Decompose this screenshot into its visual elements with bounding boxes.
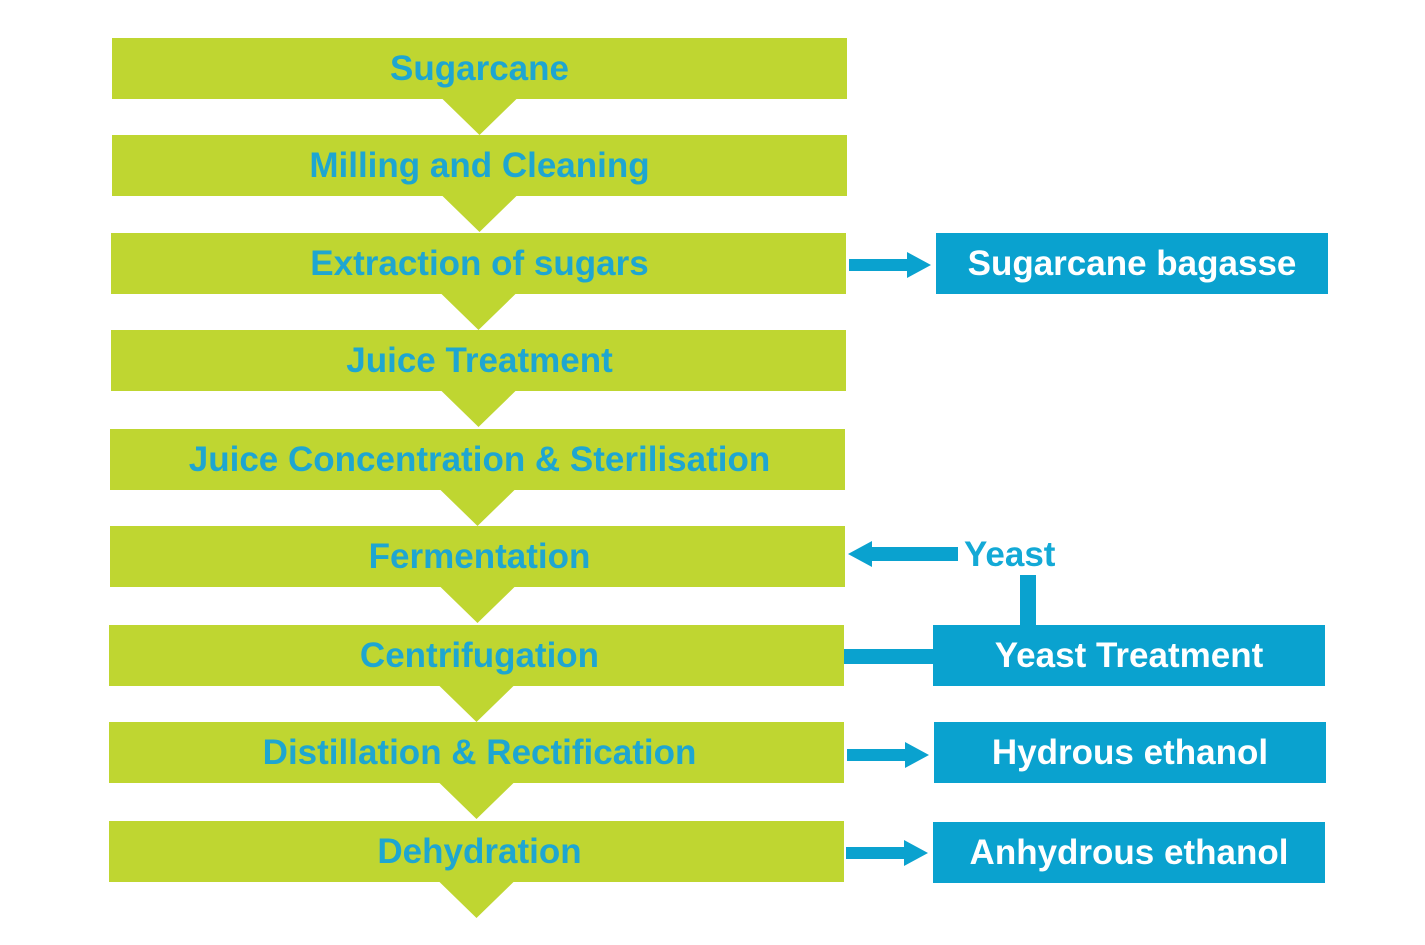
step-sugarcane-label: Sugarcane	[390, 49, 569, 88]
output-anhydrous-label: Anhydrous ethanol	[969, 833, 1289, 872]
step-fermentation-chevron	[110, 526, 845, 623]
output-yeast-treatment-box	[933, 625, 1325, 686]
step-juice-concentration-label: Juice Concentration & Sterilisation	[188, 440, 771, 479]
output-hydrous-box	[934, 722, 1326, 783]
step-juice-treatment-chevron	[111, 330, 846, 427]
step-dehydration-label: Dehydration	[377, 832, 582, 871]
step-dehydration-chevron	[109, 821, 844, 918]
arrow-to-hydrous	[847, 742, 929, 768]
output-anhydrous-box	[933, 822, 1325, 883]
step-milling-cleaning-chevron	[112, 135, 847, 232]
step-distillation-label: Distillation & Rectification	[262, 733, 697, 772]
connector-centrifugation-to-yeast-treatment	[844, 649, 934, 664]
arrow-yeast-to-fermentation	[848, 541, 958, 567]
arrow-to-anhydrous	[846, 840, 928, 866]
output-hydrous-label: Hydrous ethanol	[991, 733, 1269, 772]
step-juice-treatment-label: Juice Treatment	[346, 341, 613, 380]
step-centrifugation-label: Centrifugation	[359, 636, 600, 675]
step-juice-concentration-chevron	[110, 429, 845, 526]
step-fermentation-label: Fermentation	[368, 537, 591, 576]
output-bagasse-label: Sugarcane bagasse	[967, 244, 1297, 283]
output-bagasse-box	[936, 233, 1328, 294]
output-yeast-treatment-label: Yeast Treatment	[994, 636, 1264, 675]
step-sugarcane-chevron	[112, 38, 847, 135]
connector-yeast-treatment-to-yeast	[1020, 575, 1036, 625]
input-yeast-label: Yeast	[964, 534, 1056, 574]
arrow-to-bagasse	[849, 252, 931, 278]
step-extraction-label: Extraction of sugars	[310, 244, 649, 283]
step-milling-cleaning-label: Milling and Cleaning	[309, 146, 650, 185]
step-distillation-chevron	[109, 722, 844, 819]
step-extraction-chevron	[111, 233, 846, 330]
step-centrifugation-chevron	[109, 625, 844, 722]
